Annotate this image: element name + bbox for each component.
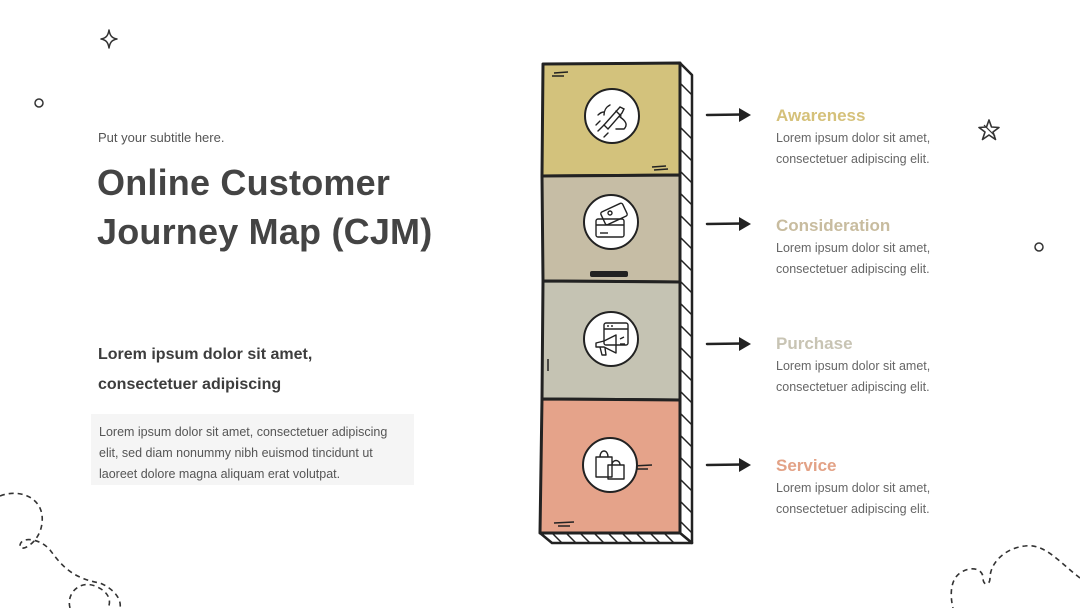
stage-text: Lorem ipsum dolor sit amet, consectetuer… [776,481,931,516]
stage-text: Lorem ipsum dolor sit amet, consectetuer… [776,359,931,394]
sparkle-doodle-icon [100,29,118,49]
arrow-purchase [705,337,751,351]
stage-consideration: Consideration Lorem ipsum dolor sit amet… [776,215,976,280]
subtitle: Put your subtitle here. [98,130,225,145]
intro-body-text: Lorem ipsum dolor sit amet, consectetuer… [99,425,388,481]
shopping-bags-icon [582,437,638,493]
stage-service: Service Lorem ipsum dolor sit amet, cons… [776,455,976,520]
star-doodle-icon [978,119,1000,141]
intro-body-box: Lorem ipsum dolor sit amet, consectetuer… [91,414,414,485]
stage-title: Purchase [776,334,853,353]
rocket-hand-icon [584,88,640,144]
small-circle-doodle-icon-right [1034,242,1044,252]
intro-heading: Lorem ipsum dolor sit amet, consectetuer… [98,346,313,393]
small-circle-doodle-icon [34,98,44,108]
stage-purchase: Purchase Lorem ipsum dolor sit amet, con… [776,333,976,398]
tower-side-hatching [679,82,693,534]
tower-side-face [678,61,694,545]
stage-text: Lorem ipsum dolor sit amet, consectetuer… [776,241,931,276]
page-title: Online Customer Journey Map (CJM) [97,162,433,252]
dashed-loop-doodle-right [950,545,1080,608]
arrow-service [705,458,751,472]
stage-title: Consideration [776,216,891,235]
stage-title: Awareness [776,106,866,125]
stage-title: Service [776,456,837,475]
stage-text: Lorem ipsum dolor sit amet, consectetuer… [776,131,931,166]
journey-tower [538,61,694,545]
arrow-awareness [705,108,751,122]
credit-card-icon [583,194,639,250]
arrow-consideration [705,217,751,231]
web-megaphone-icon [583,311,639,367]
stage-awareness: Awareness Lorem ipsum dolor sit amet, co… [776,105,976,170]
tower-bottom-hatching [551,532,675,544]
dashed-loop-doodle-left [0,492,122,608]
